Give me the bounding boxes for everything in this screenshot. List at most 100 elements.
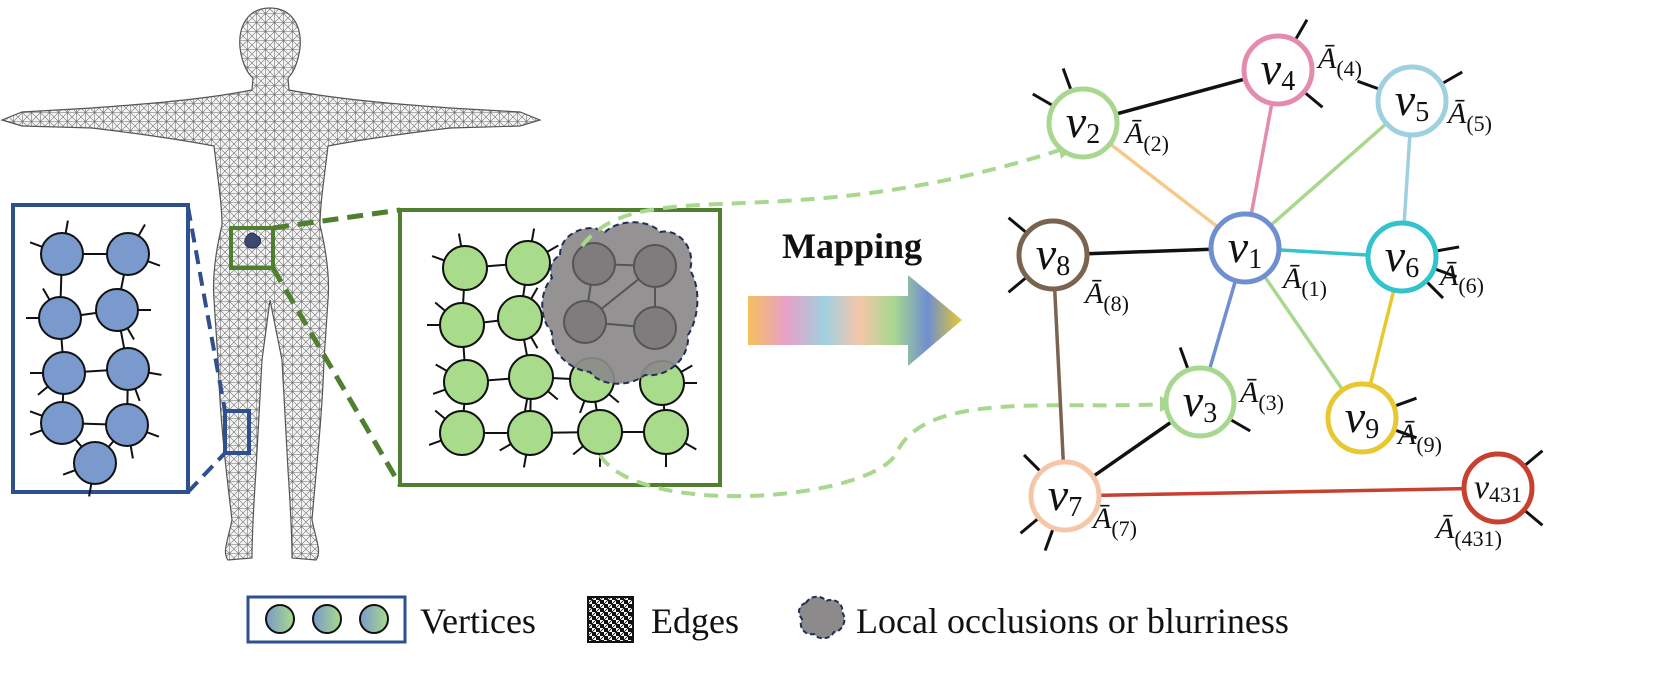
legend-edges-swatch bbox=[587, 596, 634, 643]
mapping-curve-to-v2 bbox=[580, 148, 1061, 248]
blue-zoom-panel bbox=[11, 203, 227, 497]
graph-feature-subscript-v7: (7) bbox=[1111, 516, 1137, 541]
graph-feature-symbol-v5: Ā bbox=[1446, 97, 1467, 130]
green-node-2-stub-1 bbox=[434, 301, 447, 313]
legend-vertex-2 bbox=[312, 604, 342, 634]
graph-feature-subscript-v6: (6) bbox=[1458, 273, 1484, 298]
graph-edge-v8-v7 bbox=[1051, 254, 1067, 497]
graph-v431-stub-1 bbox=[1523, 508, 1544, 527]
green-vertex-5 bbox=[508, 354, 554, 400]
graph-feature-label-v2: Ā(2) bbox=[1123, 117, 1169, 156]
graph-vertex-subscript-v431: 431 bbox=[1489, 482, 1522, 507]
green-node-10-stub-1 bbox=[679, 364, 693, 374]
mesh-blue-marker bbox=[223, 409, 251, 455]
occlusion-blob bbox=[541, 221, 699, 385]
graph-vertex-v4: v4Ā(4) bbox=[1241, 33, 1362, 107]
graph-edge-v7-v431 bbox=[1064, 486, 1499, 498]
green-node-5-stub-0 bbox=[546, 389, 559, 401]
graph-v9-stub-1 bbox=[1393, 428, 1418, 440]
graph-feature-subscript-v5: (5) bbox=[1466, 111, 1492, 136]
graph-vertex-subscript-v6: 6 bbox=[1405, 253, 1419, 284]
legend-edges-label: Edges bbox=[651, 601, 739, 641]
graph-v6-stub-0 bbox=[1435, 245, 1460, 253]
graph-feature-label-v1: Ā(1) bbox=[1281, 262, 1327, 301]
graph-v5-stub-1 bbox=[1440, 70, 1463, 86]
blue-node-1-stub-0 bbox=[137, 224, 146, 238]
blue-zoom-connector-bottom bbox=[186, 451, 227, 494]
green-node-0-stub-0 bbox=[431, 255, 446, 262]
blue-node-0-stub-0 bbox=[29, 241, 44, 249]
graph-feature-symbol-v8: Ā bbox=[1083, 277, 1104, 310]
graph-vertex-ring-v1 bbox=[1208, 211, 1282, 285]
blue-vertex-1 bbox=[106, 232, 150, 276]
green-node-11-stub-0 bbox=[607, 392, 620, 404]
graph-vertex-v3: v3Ā(3) bbox=[1163, 365, 1284, 439]
graph-v2-stub-0 bbox=[1032, 92, 1055, 108]
green-node-3-stub-1 bbox=[529, 287, 539, 301]
blue-zoom-connector-top bbox=[186, 206, 227, 412]
graph-feature-symbol-v9: Ā bbox=[1396, 418, 1417, 451]
graph-feature-label-v8: Ā(8) bbox=[1083, 277, 1129, 316]
graph-vertex-label-v8: v8 bbox=[1036, 228, 1070, 282]
graph-vertex-ring-v431 bbox=[1461, 451, 1535, 525]
mesh-body bbox=[0, 7, 542, 561]
blue-vertex-0 bbox=[40, 232, 84, 276]
green-node-1-stub-1 bbox=[545, 244, 559, 254]
graph-feature-subscript-v8: (8) bbox=[1103, 291, 1129, 316]
blue-node-5-stub-1 bbox=[133, 387, 141, 402]
graph-feature-label-v431: Ā(431) bbox=[1434, 512, 1502, 551]
green-node-6-stub-1 bbox=[434, 409, 447, 421]
green-node-4-stub-0 bbox=[432, 388, 447, 395]
blue-node-3-stub-1 bbox=[126, 326, 135, 340]
green-vertex-4 bbox=[443, 359, 489, 405]
graph-v9-stub-0 bbox=[1393, 396, 1418, 408]
green-node-11-stub-1 bbox=[579, 399, 586, 414]
graph-feature-symbol-v1: Ā bbox=[1281, 262, 1302, 295]
graph-v3-stub-1 bbox=[1228, 417, 1251, 433]
blue-node-7-stub-0 bbox=[145, 430, 160, 438]
graph-feature-subscript-v431: (431) bbox=[1454, 526, 1502, 551]
graph-edge-v1-v5 bbox=[1243, 99, 1414, 250]
blue-vertex-2 bbox=[38, 296, 82, 340]
graph-feature-subscript-v9: (9) bbox=[1416, 432, 1442, 457]
blue-vertex-6 bbox=[40, 401, 84, 445]
graph-v8-stub-0 bbox=[1007, 216, 1028, 235]
graph-vertex-ring-v4 bbox=[1241, 33, 1315, 107]
graph-vertex-subscript-v1: 1 bbox=[1248, 244, 1262, 275]
green-node-0-stub-1 bbox=[457, 233, 463, 248]
blue-node-1-stub-1 bbox=[146, 259, 161, 267]
graph-vertex-subscript-v3: 3 bbox=[1203, 398, 1217, 429]
graph-feature-subscript-v1: (1) bbox=[1301, 276, 1327, 301]
graph-v8-stub-1 bbox=[1007, 275, 1028, 294]
blue-vertex-8 bbox=[73, 441, 117, 485]
mapping-title: Mapping bbox=[782, 226, 922, 266]
graph-v3-stub-0 bbox=[1178, 346, 1190, 371]
green-zoom-panel bbox=[270, 207, 722, 487]
blue-vertex-5 bbox=[106, 347, 150, 391]
graph-feature-symbol-v431: Ā bbox=[1434, 512, 1455, 545]
graph-vertex-v1: v1Ā(1) bbox=[1208, 211, 1327, 301]
graph-vertex-subscript-v4: 4 bbox=[1281, 66, 1295, 97]
graph-v2-stub-1 bbox=[1061, 67, 1073, 92]
occluded-vertices bbox=[563, 242, 677, 350]
blue-node-5-stub-0 bbox=[147, 371, 162, 376]
green-node-7-stub-0 bbox=[522, 453, 528, 468]
graph-feature-symbol-v3: Ā bbox=[1238, 376, 1259, 409]
graph-vertex-v8: v8Ā(8) bbox=[1016, 218, 1129, 316]
graph-feature-label-v5: Ā(5) bbox=[1446, 97, 1492, 136]
graph-feature-label-v9: Ā(9) bbox=[1396, 418, 1442, 457]
graph-feature-label-v7: Ā(7) bbox=[1091, 502, 1137, 541]
graph-feature-symbol-v2: Ā bbox=[1123, 117, 1144, 150]
graph-v6-stub-2 bbox=[1424, 279, 1445, 300]
green-vertex-3 bbox=[497, 295, 543, 341]
graph-v4-stub-1 bbox=[1303, 90, 1324, 109]
green-node-5-stub-1 bbox=[523, 397, 529, 412]
green-vertex-0 bbox=[442, 245, 488, 291]
blue-node-4-stub-1 bbox=[37, 385, 50, 396]
graph-v7-stub-1 bbox=[1019, 516, 1040, 535]
graph-vertex-ring-v6 bbox=[1365, 220, 1439, 294]
